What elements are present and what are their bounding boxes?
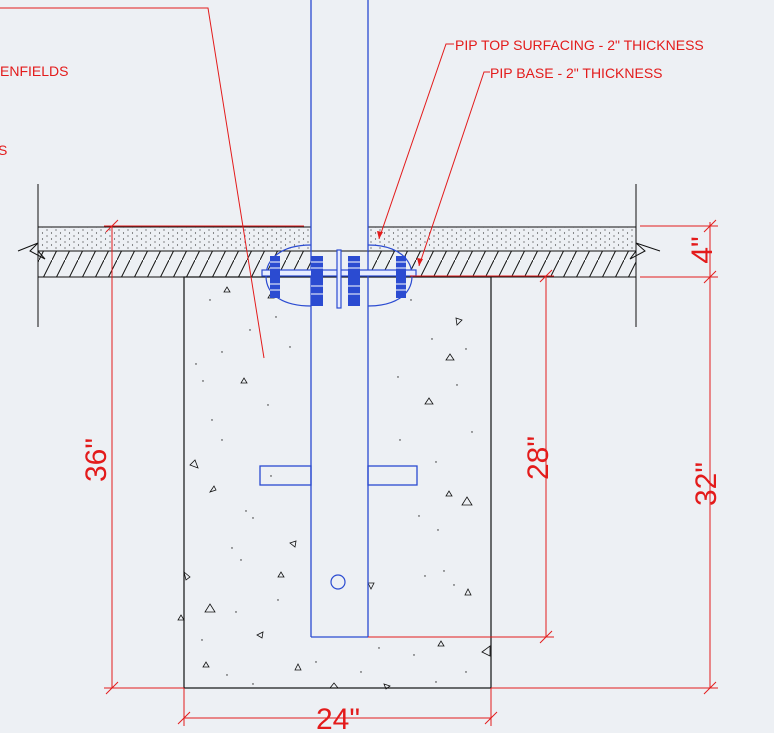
dim-post-embed: 28" [522,436,555,480]
dim-footing-width: 24" [316,703,360,733]
aggregate-dots [195,299,473,685]
dim-footing-below-base: 32" [690,462,723,506]
label-left-cut-2: S [0,142,7,158]
leader-lines [0,7,490,359]
leader-arrowheads [377,231,423,266]
clamp-assembly [261,244,417,309]
label-pip-top-surfacing: PIP TOP SURFACING - 2" THICKNESS [455,37,704,53]
steel-post [310,0,369,638]
through-hole-icon [330,574,346,590]
left-break-line [17,184,46,327]
label-left-cut-1: ENFIELDS [0,63,68,79]
label-pip-base: PIP BASE - 2" THICKNESS [490,65,663,81]
aggregate-triangles [177,286,491,690]
dimension-lines [104,219,718,726]
dim-surface-total: 4" [686,236,719,263]
leader-top-surfacing [378,43,454,240]
anchor-plates [259,465,418,486]
right-break-line [629,184,661,327]
pip-base-layer [38,250,636,278]
leader-left-callout [0,7,265,359]
leader-base [418,71,490,267]
dim-footing-depth: 36" [80,438,113,482]
pip-top-surfacing-layer [38,226,636,250]
concrete-footing [177,276,492,690]
